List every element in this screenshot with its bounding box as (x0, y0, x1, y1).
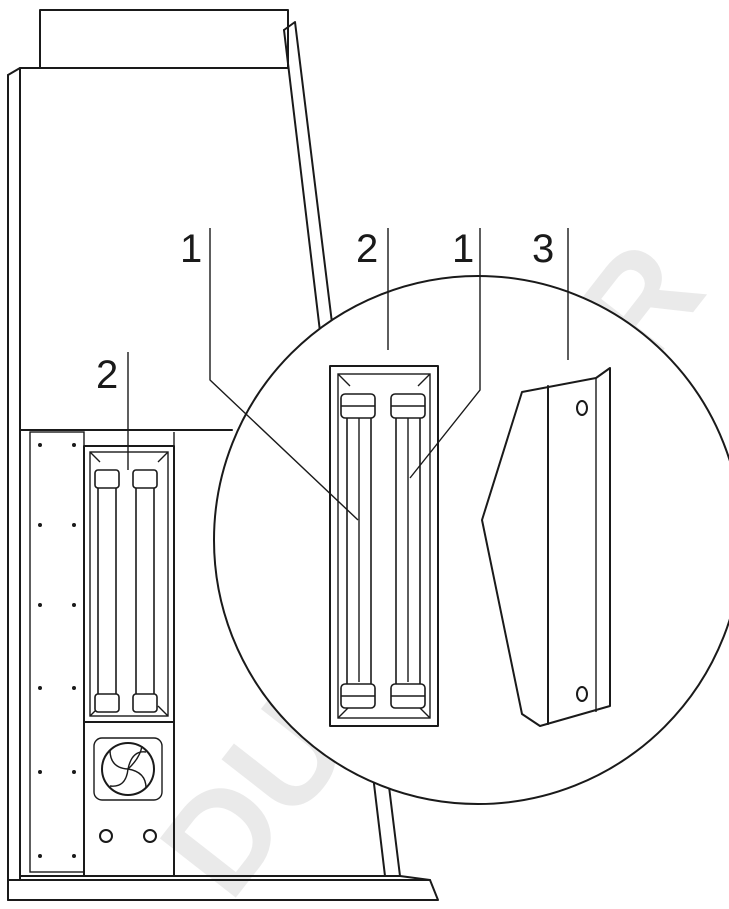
callout-lamp-left: 1 (180, 227, 202, 271)
fan-control-unit (83, 721, 175, 877)
callout-lamp-housing-detail: 2 (356, 227, 378, 271)
fan-icon (101, 742, 155, 796)
cover-hole-bottom (576, 686, 588, 702)
detail-circle (213, 275, 729, 805)
cover-plate (481, 367, 611, 727)
small-uv-tube-right (135, 477, 155, 701)
side-panel (29, 431, 85, 873)
callout-cover-plate: 3 (532, 227, 554, 271)
lamp-housing-detail (329, 365, 439, 727)
lamp-housing-unit (83, 445, 175, 723)
indicator-left (99, 829, 113, 843)
cover-hole-top (576, 400, 588, 416)
indicator-right (143, 829, 157, 843)
small-uv-tube-left (97, 477, 117, 701)
leader-lines (127, 228, 569, 521)
callout-lamp-right: 1 (452, 227, 474, 271)
callout-lamp-housing-unit: 2 (96, 353, 118, 397)
